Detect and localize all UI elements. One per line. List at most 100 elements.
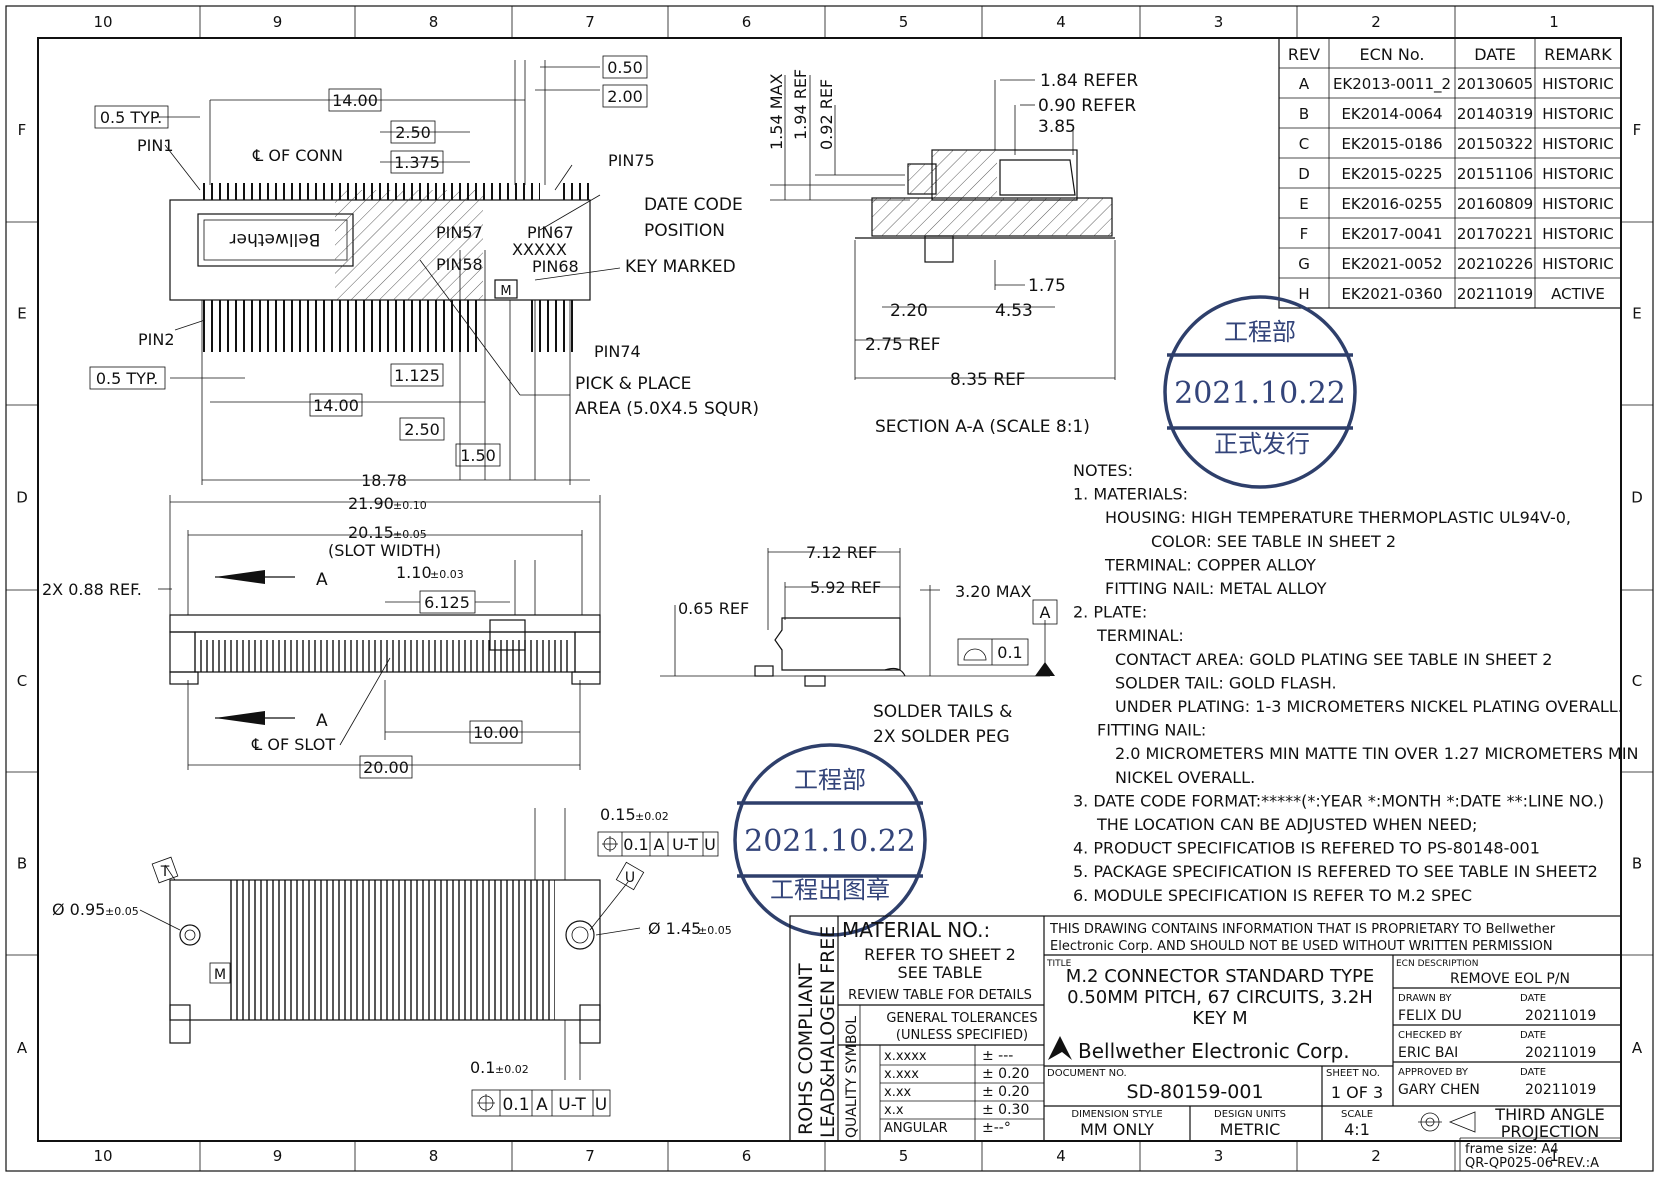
svg-text:A: A (536, 1095, 548, 1115)
tolerance-format: ANGULAR (884, 1121, 948, 1136)
tol-0.02-b: ±0.02 (495, 1063, 529, 1076)
dim-3.20-max: 3.20 MAX (955, 582, 1031, 601)
rev-cell: C (1299, 135, 1309, 153)
col-label-top: 2 (1371, 13, 1381, 31)
note-line: NICKEL OVERALL. (1115, 768, 1255, 787)
top-view: Bellwether M 0.5 TYP. (89, 55, 759, 490)
col-label-top: 6 (742, 13, 752, 31)
tol-0.03: ±0.03 (430, 568, 464, 581)
dim-0.90-refer: 0.90 REFER (1038, 96, 1136, 116)
tolerance-format: x.xxx (884, 1067, 919, 1082)
rev-cell: ACTIVE (1551, 285, 1605, 303)
position-tolerance-frame-bottom: 0.1 A U-T U (471, 1089, 611, 1117)
scale-value: 4:1 (1344, 1120, 1370, 1139)
rev-cell: 20210226 (1457, 255, 1533, 273)
rev-cell: EK2021-0052 (1341, 255, 1442, 273)
rev-cell: B (1299, 105, 1309, 123)
note-line: 5. PACKAGE SPECIFICATION IS REFERED TO S… (1073, 862, 1598, 881)
datum-u: U (625, 870, 635, 886)
rev-cell: EK2021-0360 (1341, 285, 1442, 303)
note-line: 3. DATE CODE FORMAT:*****(*:YEAR *:MONTH… (1073, 791, 1604, 810)
rev-cell: 20211019 (1457, 285, 1533, 303)
halogen-label: LEAD&HALOGEN FREE (817, 926, 839, 1138)
rev-cell: EK2014-0064 (1341, 105, 1442, 123)
date-caption-1: DATE (1520, 993, 1546, 1004)
unless-specified: (UNLESS SPECIFIED) (896, 1028, 1028, 1043)
col-label-top: 3 (1214, 13, 1224, 31)
col-label-bottom: 5 (899, 1147, 909, 1165)
note-line: SOLDER TAIL: GOLD FLASH. (1115, 673, 1337, 692)
bottom-pin-row (200, 300, 480, 352)
note-line: NOTES: (1073, 461, 1133, 480)
dim-0.5-typ: 0.5 TYP. (100, 108, 162, 127)
tol-0.10: ±0.10 (393, 499, 427, 512)
datum-m: M (214, 967, 226, 983)
col-label-bottom: 2 (1371, 1147, 1381, 1165)
label-solder-tails: SOLDER TAILS & (873, 702, 1012, 722)
tolerance-format: x.x (884, 1103, 904, 1118)
title-block: ROHS COMPLIANT LEAD&HALOGEN FREE QUALITY… (789, 915, 1622, 1171)
dim-20.15: 20.15 (348, 523, 394, 542)
label-pin58: PIN58 (436, 255, 483, 274)
section-caption: SECTION A-A (SCALE 8:1) (875, 417, 1090, 437)
third-angle-projection-icon (1418, 1111, 1476, 1133)
svg-text:U-T: U-T (558, 1095, 586, 1115)
note-line: HOUSING: HIGH TEMPERATURE THERMOPLASTIC … (1105, 508, 1571, 527)
tol-0.02: ±0.02 (635, 810, 669, 823)
note-line: COLOR: SEE TABLE IN SHEET 2 (1151, 532, 1396, 551)
dim-1.75: 1.75 (1028, 276, 1066, 296)
label-solder-peg: 2X SOLDER PEG (873, 727, 1010, 747)
dim-1.94-ref: 1.94 REF (791, 69, 810, 140)
drawn-date: 20211019 (1525, 1008, 1596, 1024)
stamp-date: 2021.10.22 (1174, 376, 1346, 411)
brand-mark: Bellwether (230, 229, 321, 249)
proprietary-line-1: THIS DRAWING CONTAINS INFORMATION THAT I… (1049, 922, 1556, 937)
row-label-left: B (17, 855, 27, 873)
row-label-left: F (18, 121, 27, 139)
row-label-right: C (1632, 672, 1642, 690)
row-label-right: F (1633, 121, 1642, 139)
label-pin67: PIN67 (527, 223, 574, 242)
label-pin74: PIN74 (594, 342, 641, 361)
col-label-top: 5 (899, 13, 909, 31)
document-number: SD-80159-001 (1126, 1081, 1263, 1103)
rohs-label: ROHS COMPLIANT (795, 963, 817, 1135)
drawn-caption: DRAWN BY (1398, 993, 1452, 1004)
label-pick-place: PICK & PLACE (575, 374, 691, 394)
dimension-style-caption: DIMENSION STYLE (1071, 1109, 1162, 1120)
tolerance-format: x.xx (884, 1085, 912, 1100)
part-title-3: KEY M (1192, 1008, 1247, 1029)
rev-cell: EK2013-0011_2 (1333, 75, 1451, 94)
col-label-bottom: 9 (273, 1147, 283, 1165)
dim-21.90: 21.90 (348, 494, 394, 513)
approved-date: 20211019 (1525, 1082, 1596, 1098)
ecn-caption: ECN DESCRIPTION (1396, 959, 1478, 969)
tolerance-value: ±--° (982, 1120, 1011, 1136)
datum-t: T (160, 864, 170, 880)
frame-size: frame size: A4 (1465, 1142, 1559, 1157)
tolerance-value: ± --- (982, 1048, 1013, 1064)
dim-14-b: 14.00 (313, 396, 359, 415)
dim-0.92-ref: 0.92 REF (817, 79, 836, 150)
drawn-by: FELIX DU (1398, 1008, 1462, 1024)
rev-cell: 20160809 (1457, 195, 1533, 213)
label-c-conn: ℄ OF CONN (252, 146, 343, 165)
see-table: SEE TABLE (898, 963, 983, 982)
document-caption: DOCUMENT NO. (1047, 1068, 1127, 1079)
design-units-caption: DESIGN UNITS (1214, 1109, 1286, 1120)
top-pin-row-right (558, 183, 590, 200)
date-caption-3: DATE (1520, 1067, 1546, 1078)
checked-by: ERIC BAI (1398, 1045, 1458, 1061)
datum-a: A (1040, 603, 1051, 622)
tolerance-value: ± 0.30 (982, 1102, 1029, 1118)
dim-dia-0.95: Ø 0.95 (52, 900, 105, 919)
bottom-pin-row-right (530, 300, 578, 352)
part-title-1: M.2 CONNECTOR STANDARD TYPE (1066, 966, 1374, 987)
dim-14: 14.00 (332, 91, 378, 110)
rev-cell: HISTORIC (1542, 165, 1614, 183)
projection-line-2: PROJECTION (1501, 1122, 1599, 1141)
date-caption-2: DATE (1520, 1030, 1546, 1041)
general-tolerances: GENERAL TOLERANCES (886, 1011, 1037, 1026)
svg-text:U-T: U-T (672, 835, 698, 854)
